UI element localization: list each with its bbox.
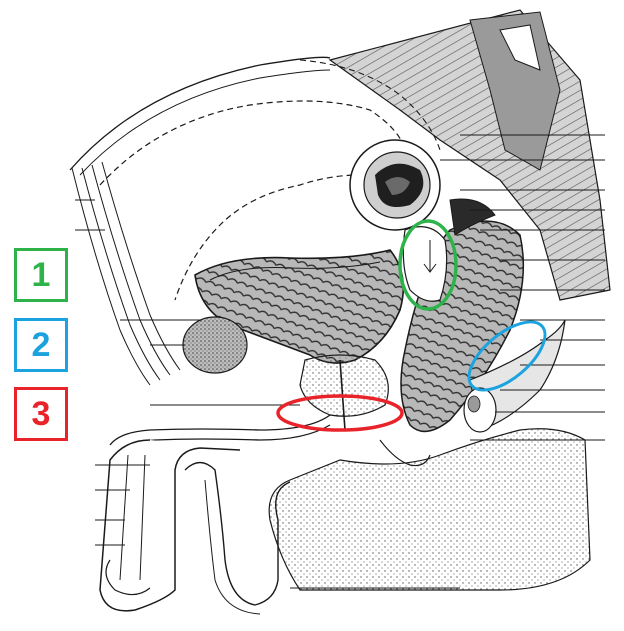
prostate (299, 354, 389, 431)
highlight-ellipse-2 (467, 320, 547, 392)
highlight-ellipse-3 (276, 394, 404, 432)
anterior-layers (71, 161, 181, 386)
penis (99, 439, 241, 612)
sacrum (328, 9, 611, 301)
leader-lines (75, 134, 605, 589)
label-1-text: 1 (31, 255, 51, 294)
perineum (268, 428, 591, 591)
label-3-text: 3 (31, 394, 51, 433)
label-badge-3: 3 (14, 387, 68, 441)
highlight-ellipse-1 (398, 219, 458, 311)
colon-loop (349, 139, 441, 231)
label-badge-1: 1 (14, 248, 68, 302)
scrotum (184, 461, 291, 615)
seminal-vesicle (402, 226, 448, 302)
pubic-bone (182, 316, 248, 374)
label-badge-2: 2 (14, 318, 68, 372)
label-2-text: 2 (31, 325, 51, 364)
